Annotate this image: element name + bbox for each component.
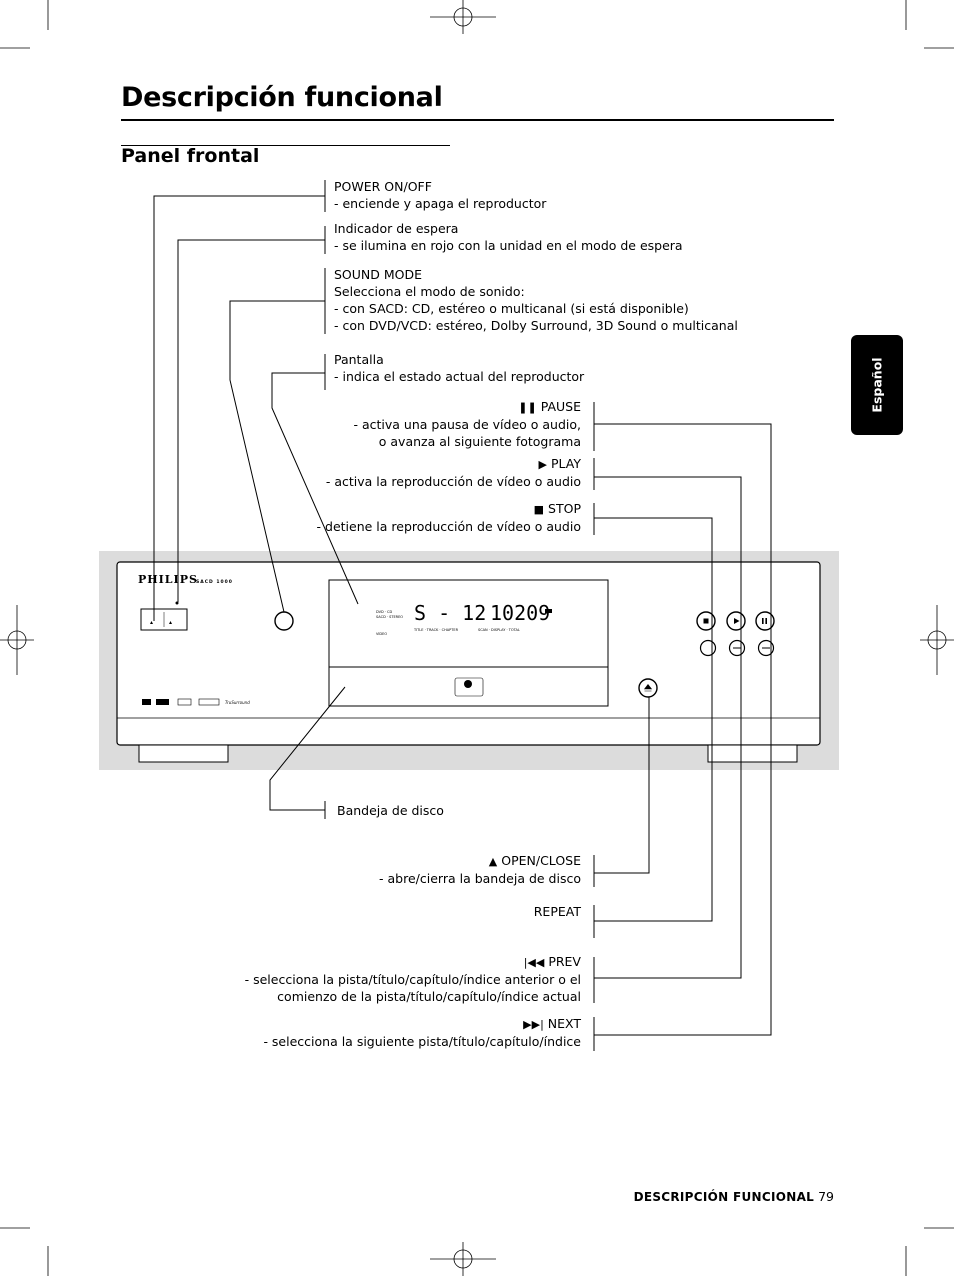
callout-disc-tray: [269, 686, 346, 811]
label-disc-tray-title: Bandeja de disco: [337, 803, 444, 818]
pause-button[interactable]: [755, 611, 775, 631]
play-icon: ▶: [538, 458, 547, 471]
page-title: Descripción funcional: [121, 82, 443, 113]
callout-open-close: [594, 697, 650, 874]
label-display: Pantalla - indica el estado actual del r…: [334, 351, 584, 385]
label-display-title: Pantalla: [334, 352, 384, 367]
label-prev-desc-1: - selecciona la pista/título/capítulo/ín…: [244, 972, 581, 987]
power-switch-icon-2: ▴: [169, 619, 172, 626]
label-stop: ■ STOP - detiene la reproducción de víde…: [317, 500, 581, 535]
display-badge: [545, 609, 552, 613]
label-pause-desc-2: o avanza al siguiente fotograma: [378, 434, 581, 449]
label-play-title: PLAY: [550, 456, 581, 471]
label-power-title: POWER ON/OFF: [334, 179, 432, 194]
label-disc-tray: Bandeja de disco: [337, 802, 444, 819]
label-sound-mode-title: SOUND MODE: [334, 267, 423, 282]
page-footer: DESCRIPCIÓN FUNCIONAL 79: [634, 1189, 834, 1204]
label-play: ▶ PLAY - activa la reproducción de vídeo…: [326, 455, 581, 490]
pause-button-icon: [762, 618, 767, 624]
label-next-desc: - selecciona la siguiente pista/título/c…: [263, 1034, 581, 1049]
callout-power: [153, 195, 325, 621]
display-indicators-2: SACD · STEREO: [376, 615, 403, 619]
label-standby: Indicador de espera - se ilumina en rojo…: [334, 220, 683, 254]
label-pause-title: PAUSE: [540, 399, 581, 414]
label-open-close-title: OPEN/CLOSE: [501, 853, 581, 868]
title-rule: [121, 119, 834, 121]
label-play-desc: - activa la reproducción de vídeo o audi…: [325, 474, 581, 489]
label-stop-desc: - detiene la reproducción de vídeo o aud…: [316, 519, 581, 534]
callout-pause: [594, 423, 772, 1036]
callout-sound-mode: [229, 300, 325, 613]
brand-logo: PHILIPS: [138, 573, 198, 586]
logo-dolby: [142, 699, 151, 705]
next-icon: ▶▶|: [523, 1018, 544, 1031]
label-stop-title: STOP: [548, 501, 581, 516]
stop-button-icon: [703, 618, 709, 624]
pause-icon: ❚❚: [518, 401, 537, 414]
label-repeat-title: REPEAT: [533, 904, 581, 919]
footer-label: DESCRIPCIÓN FUNCIONAL: [633, 1190, 815, 1204]
play-button-icon: [734, 618, 740, 624]
label-prev: |◀◀ PREV - selecciona la pista/título/ca…: [245, 953, 581, 1005]
subtitle-rule: [121, 145, 450, 146]
label-next-title: NEXT: [547, 1016, 581, 1031]
display-panel: [328, 579, 609, 668]
label-prev-title: PREV: [548, 954, 581, 969]
prev-icon: |◀◀: [523, 956, 545, 969]
label-sound-mode-desc-2: - con SACD: CD, estéreo o multicanal (si…: [334, 301, 689, 316]
stop-icon: ■: [533, 503, 545, 516]
standby-led: [175, 601, 179, 605]
label-open-close-desc: - abre/cierra la bandeja de disco: [379, 871, 581, 886]
label-sound-mode-desc-3: - con DVD/VCD: estéreo, Dolby Surround, …: [334, 318, 738, 333]
label-sound-mode-desc-1: Selecciona el modo de sonido:: [334, 284, 525, 299]
repeat-button[interactable]: [699, 639, 717, 657]
display-indicators-4: TITLE · TRACK · CHAPTER: [413, 628, 459, 632]
label-standby-desc: - se ilumina en rojo con la unidad en el…: [334, 238, 683, 253]
label-prev-desc-2: comienzo de la pista/título/capítulo/índ…: [277, 989, 581, 1004]
label-repeat: REPEAT: [534, 903, 581, 920]
label-display-desc: - indica el estado actual del reproducto…: [334, 369, 585, 384]
callout-standby: [177, 239, 325, 602]
callout-lines: [153, 180, 772, 1051]
page-number: 79: [818, 1189, 834, 1204]
display-indicators-5: SCAN · DISPLAY · TOTAL: [478, 628, 520, 632]
logo-trusurround: TruSurround: [225, 700, 250, 705]
language-tab: Español: [851, 335, 903, 435]
logo-dts: [156, 699, 169, 705]
display-main: S - 12: [414, 601, 486, 625]
dvd-player: PHILIPS SACD 1000 ▴ ▴ DVD · CD SACD · ST…: [116, 561, 821, 763]
callout-display: [271, 372, 359, 605]
power-switch-icon: ▴: [150, 619, 153, 626]
eject-icon: ▲: [488, 855, 498, 868]
callout-play: [594, 476, 742, 979]
display-indicators: DVD · CD: [376, 610, 393, 614]
label-pause-desc-1: - activa una pausa de vídeo o audio,: [353, 417, 581, 432]
eject-button-icon: [643, 684, 653, 692]
sound-mode-button[interactable]: [274, 611, 294, 631]
display-time: 10209: [490, 601, 550, 625]
label-pause: ❚❚ PAUSE - activa una pausa de vídeo o a…: [353, 398, 581, 450]
label-next: ▶▶| NEXT - selecciona la siguiente pista…: [263, 1015, 581, 1050]
logo-digital: [198, 698, 220, 706]
label-power: POWER ON/OFF - enciende y apaga el repro…: [334, 178, 546, 212]
label-standby-title: Indicador de espera: [334, 221, 459, 236]
label-sound-mode: SOUND MODE Selecciona el modo de sonido:…: [334, 266, 738, 334]
display-indicators-3: VIDEO: [376, 632, 387, 636]
model-name: SACD 1000: [196, 579, 233, 585]
section-title: Panel frontal: [121, 145, 260, 167]
label-power-desc: - enciende y apaga el reproductor: [334, 196, 547, 211]
logo-dvd: [177, 698, 192, 706]
label-open-close: ▲ OPEN/CLOSE - abre/cierra la bandeja de…: [379, 852, 581, 887]
callout-stop: [594, 517, 713, 922]
